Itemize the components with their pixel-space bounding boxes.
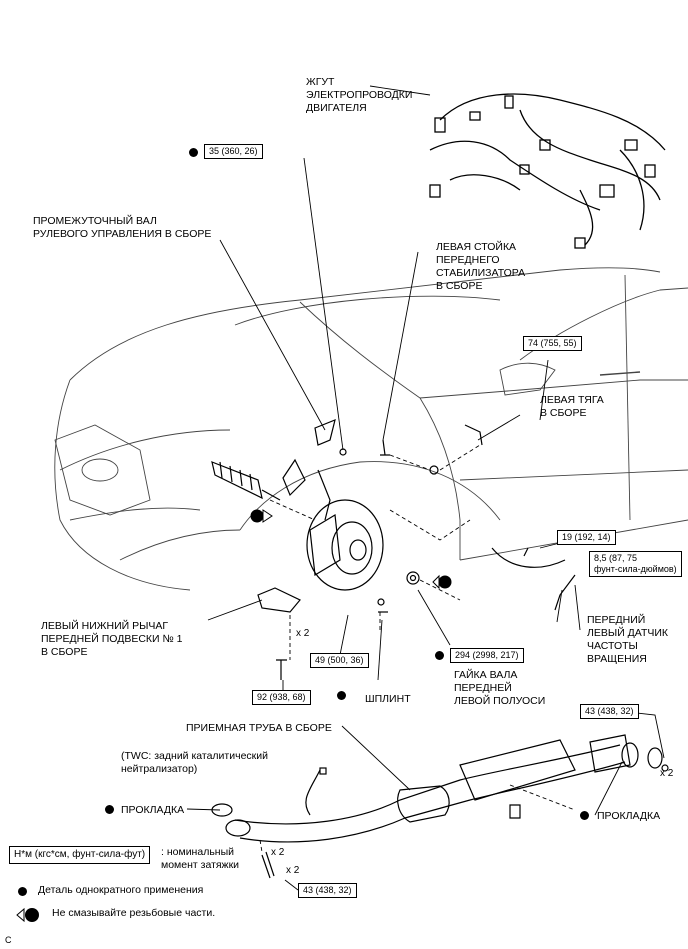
single-use-dot: [337, 691, 346, 700]
torque-box-lower-arm: 92 (938, 68): [252, 690, 311, 705]
stabilizer-link-label: ЛЕВАЯ СТОЙКА ПЕРЕДНЕГО СТАБИЛИЗАТОРА В С…: [436, 241, 526, 292]
single-use-dot: [105, 805, 114, 814]
speed-sensor-label: ПЕРЕДНИЙ ЛЕВЫЙ ДАТЧИК ЧАСТОТЫ ВРАЩЕНИЯ: [587, 614, 669, 665]
quantity-rear-nut: x 2: [660, 768, 674, 779]
legend-torque-box: Н*м (кгс*см, фунт-сила-фут): [9, 846, 151, 864]
torque-box-axle-nut: 294 (2998, 217): [450, 648, 524, 663]
dashed-leaders: [259, 444, 576, 853]
single-use-dot: [435, 651, 444, 660]
single-use-dot: [189, 148, 198, 157]
gasket-right-label: ПРОКЛАДКА: [597, 810, 661, 822]
suspension-drawing: [211, 419, 576, 680]
figure-code: C: [5, 935, 12, 945]
legend-no-grease-text: Не смазывайте резьбовые части.: [52, 907, 216, 919]
torque-box-sensor-bolt: 8,5 (87, 75 фунт-сила-дюймов): [589, 551, 682, 577]
single-use-dot: [580, 811, 589, 820]
legend-no-grease-icon: [16, 907, 39, 923]
quantity-front-bolt-a: x 2: [271, 847, 285, 858]
tie-rod-label: ЛЕВАЯ ТЯГА В СБОРЕ: [540, 394, 604, 419]
leader-lines: [186, 85, 665, 891]
no-grease-markers: [250, 509, 452, 590]
engine-wire-harness-drawing: [429, 93, 666, 249]
front-pipe-label: ПРИЕМНАЯ ТРУБА В СБОРЕ: [186, 722, 332, 734]
torque-box-castle-nut: 49 (500, 36): [310, 653, 369, 668]
torque-box-steering-shaft: 35 (360, 26): [204, 144, 263, 159]
torque-box-tie-rod: 74 (755, 55): [523, 336, 582, 351]
legend-single-use-dot: [18, 887, 27, 896]
torque-box-front-flange: 43 (438, 32): [298, 883, 357, 898]
axle-nut-label: ГАЙКА ВАЛА ПЕРЕДНЕЙ ЛЕВОЙ ПОЛУОСИ: [454, 669, 546, 707]
lower-arm-label: ЛЕВЫЙ НИЖНИЙ РЫЧАГ ПЕРЕДНЕЙ ПОДВЕСКИ № 1…: [41, 620, 183, 658]
engine-wire-harness-label: ЖГУТ ЭЛЕКТРОПРОВОДКИ ДВИГАТЕЛЯ: [306, 76, 413, 114]
legend-single-use-text: Деталь однократного применения: [38, 884, 204, 896]
torque-box-rear-flange: 43 (438, 32): [580, 704, 639, 719]
twc-note-label: (TWC: задний каталитический нейтрализато…: [121, 750, 268, 775]
gasket-left-label: ПРОКЛАДКА: [121, 804, 185, 816]
exhaust-pipe-drawing: [211, 734, 669, 879]
legend-torque-text: : номинальный момент затяжки: [161, 846, 240, 871]
quantity-front-bolt-b: x 2: [286, 865, 300, 876]
torque-box-sensor-clamp: 19 (192, 14): [557, 530, 616, 545]
cotter-pin-label: ШПЛИНТ: [365, 693, 411, 705]
quantity-lower-arm: x 2: [296, 628, 310, 639]
steering-shaft-label: ПРОМЕЖУТОЧНЫЙ ВАЛ РУЛЕВОГО УПРАВЛЕНИЯ В …: [33, 215, 212, 240]
